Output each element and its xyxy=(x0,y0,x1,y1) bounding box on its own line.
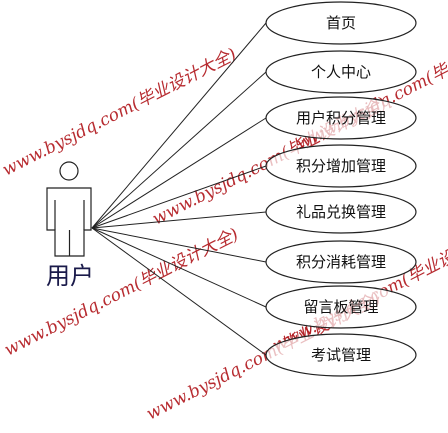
watermark-3: www.bysjdq.com(毕业设计大全) xyxy=(1,225,242,361)
use-case-ellipse xyxy=(265,144,417,188)
association-line xyxy=(91,71,267,229)
use-case: 礼品兑换管理 xyxy=(265,190,417,234)
use-case: 用户积分管理 xyxy=(265,96,417,140)
use-case: 留言板管理 xyxy=(265,285,417,329)
use-case-ellipse xyxy=(265,333,417,377)
association-line xyxy=(91,227,267,263)
use-case-label: 首页 xyxy=(326,14,356,32)
use-case-ellipse xyxy=(265,190,417,234)
association-line xyxy=(91,227,267,356)
use-case: 积分增加管理 xyxy=(265,144,417,188)
use-case-ellipse xyxy=(265,285,417,329)
use-case-label: 考试管理 xyxy=(311,346,371,364)
actor-label: 用户 xyxy=(46,262,94,290)
watermark-1: www.bysjdq.com(毕业设计大全) xyxy=(0,45,240,181)
association-lines xyxy=(91,22,267,356)
use-case-label: 留言板管理 xyxy=(303,298,378,316)
association-line xyxy=(91,22,267,229)
association-line xyxy=(91,211,267,229)
use-case-label: 积分增加管理 xyxy=(296,157,386,175)
use-case-ellipse xyxy=(265,50,417,94)
use-case: 个人中心 xyxy=(265,50,417,94)
use-case-ellipse xyxy=(265,1,417,45)
use-case-ellipse xyxy=(265,96,417,140)
actor-user: 用户 xyxy=(46,161,94,290)
association-line xyxy=(91,117,267,229)
actor-body xyxy=(46,187,92,257)
use-case-label: 个人中心 xyxy=(311,63,371,81)
use-case-label: 用户积分管理 xyxy=(296,109,386,127)
use-case-ellipse xyxy=(265,240,417,284)
association-line xyxy=(91,165,267,229)
use-case: 考试管理 xyxy=(265,333,417,377)
use-case: 积分消耗管理 xyxy=(265,240,417,284)
use-case-label: 礼品兑换管理 xyxy=(296,203,386,221)
association-line xyxy=(91,227,267,308)
use-case-label: 积分消耗管理 xyxy=(296,253,386,271)
actor-head xyxy=(59,161,79,181)
use-case: 首页 xyxy=(265,1,417,45)
